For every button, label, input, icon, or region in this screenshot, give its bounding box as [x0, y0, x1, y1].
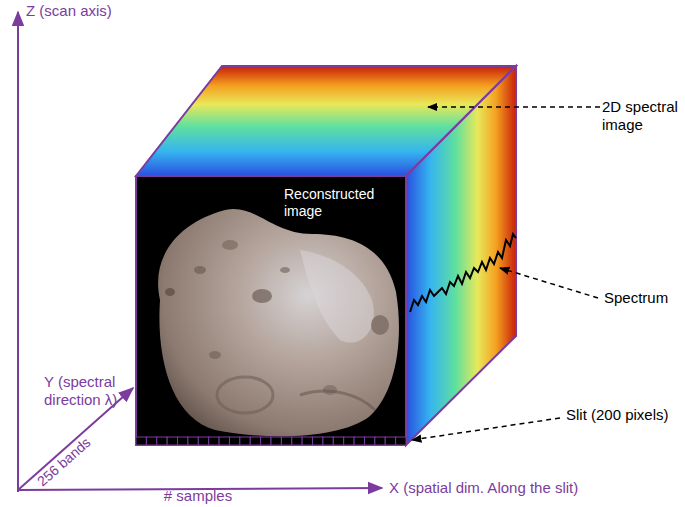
crater [165, 288, 175, 296]
moon-body [158, 209, 399, 436]
z-axis [17, 12, 19, 492]
callout-label: Slit (200 pixels) [566, 406, 669, 424]
slit-pixel [229, 437, 239, 445]
spectrum-line [410, 234, 516, 312]
slit-pixel [313, 437, 323, 445]
slit-pixel [364, 437, 374, 445]
moon-highlight [300, 250, 374, 343]
slit-pixel [333, 437, 343, 445]
slit-pixel [136, 437, 146, 445]
axis-label: Z (scan axis) [26, 2, 112, 20]
slit-pixel [240, 437, 250, 445]
side-face [406, 66, 516, 445]
slit-pixel [396, 437, 406, 445]
slit-pixels [136, 437, 406, 445]
slit-pixel [178, 437, 188, 445]
slit-pixel [198, 437, 208, 445]
crater [371, 315, 389, 335]
slit-pixel [344, 437, 354, 445]
leader-line [500, 268, 598, 298]
slit-pixel [219, 437, 229, 445]
image-label: Reconstructed image [284, 186, 392, 220]
front-face [136, 176, 406, 445]
slit-pixel [292, 437, 302, 445]
axis-label: # samples [164, 487, 232, 505]
axis-label: 256 bands [34, 434, 94, 490]
leader-line [412, 418, 560, 440]
crater [217, 377, 273, 413]
moon-image [158, 209, 399, 436]
slit-pixel [157, 437, 167, 445]
slit-pixel [375, 437, 385, 445]
crater [209, 351, 221, 359]
callout-label: 2D spectral image [602, 98, 682, 134]
axis-label: Y (spectral direction λ) [44, 373, 140, 409]
slit-pixel [385, 437, 395, 445]
slit-pixel [146, 437, 156, 445]
slit-pixel [188, 437, 198, 445]
crater [280, 267, 290, 273]
slit-pixel [250, 437, 260, 445]
axis-label: X (spatial dim. Along the slit) [389, 479, 578, 497]
crater [252, 289, 272, 303]
callout-label: Spectrum [604, 289, 668, 307]
crater [194, 266, 206, 274]
slit-pixel [302, 437, 312, 445]
moon-ridge [300, 391, 375, 410]
crater [222, 240, 238, 250]
slit-pixel [261, 437, 271, 445]
slit-pixel [209, 437, 219, 445]
leader-line [428, 106, 600, 108]
slit-pixel [281, 437, 291, 445]
slit-pixel [271, 437, 281, 445]
slit-pixel [354, 437, 364, 445]
slit-pixel [323, 437, 333, 445]
slit-pixel [167, 437, 177, 445]
